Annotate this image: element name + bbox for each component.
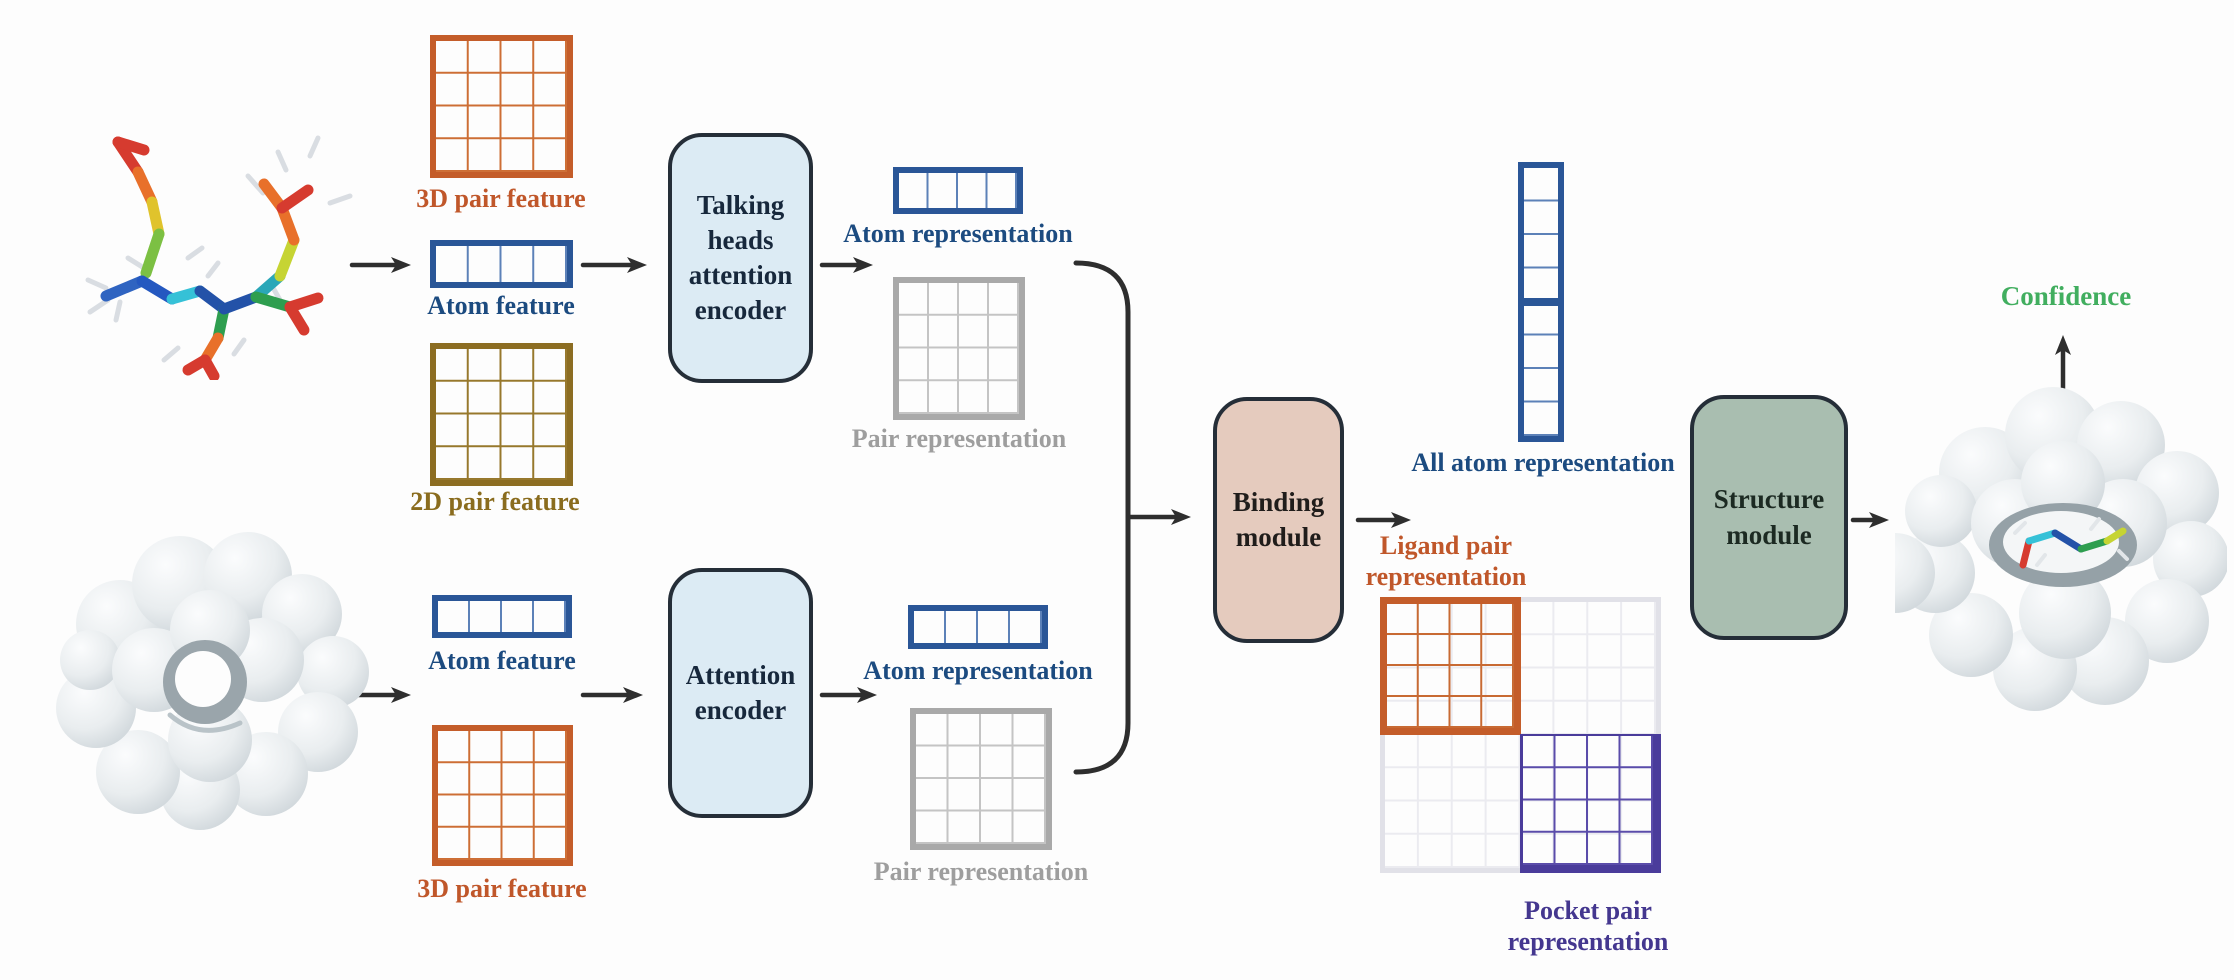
ligand-pair-representation-label: Ligand pair representation	[1365, 531, 1527, 591]
structure-module-label: Structure module	[1713, 484, 1825, 550]
confidence-label: Confidence	[2000, 281, 2132, 311]
talking-heads-attention-encoder-label: Talking heads attention encoder	[688, 189, 793, 326]
all-atom-representation-strip	[1518, 162, 1564, 442]
binding-module-box: Binding module	[1213, 397, 1344, 643]
pocket-atom-feature-strip	[432, 595, 572, 638]
pocket-pair-representation-output-label: Pair representation	[873, 857, 1089, 886]
ligand-pair-representation-output-grid	[893, 277, 1025, 420]
ligand-atom-representation-strip	[893, 167, 1023, 214]
ligand-3d-pair-feature-grid	[430, 35, 573, 178]
binding-module-label: Binding module	[1232, 486, 1325, 552]
pocket-3d-structure	[56, 532, 369, 830]
structure-module-box: Structure module	[1690, 395, 1848, 640]
ligand-2d-pair-feature-grid	[430, 343, 573, 486]
pocket-pair-quadrant	[1520, 734, 1661, 873]
attention-encoder-label: Attention encoder	[685, 659, 796, 725]
ligand-3d-pair-feature-label: 3D pair feature	[416, 184, 586, 213]
ligand-3d-structure	[85, 135, 353, 380]
ligand-pair-quadrant	[1380, 597, 1521, 735]
ligand-pair-representation-output-label: Pair representation	[851, 424, 1067, 453]
ligand-atom-feature-label: Atom feature	[427, 291, 575, 320]
pocket-atom-representation-label: Atom representation	[863, 656, 1093, 685]
pocket-pair-representation-label: Pocket pair representation	[1507, 896, 1669, 956]
predicted-complex-structure	[1895, 387, 2227, 711]
pocket-atom-feature-label: Atom feature	[428, 646, 576, 675]
pocket-atom-representation-strip	[908, 605, 1048, 649]
merge-bracket	[1073, 260, 1131, 775]
talking-heads-attention-encoder-box: Talking heads attention encoder	[668, 133, 813, 383]
ligand-atom-feature-strip	[430, 240, 573, 288]
ligand-2d-pair-feature-label: 2D pair feature	[410, 487, 580, 516]
attention-encoder-box: Attention encoder	[668, 568, 813, 818]
ligand-atom-representation-label: Atom representation	[843, 219, 1073, 248]
pocket-3d-pair-feature-grid	[432, 725, 573, 866]
all-atom-representation-label: All atom representation	[1411, 448, 1675, 477]
pocket-3d-pair-feature-label: 3D pair feature	[417, 874, 587, 903]
pocket-pair-representation-output-grid	[910, 708, 1052, 850]
